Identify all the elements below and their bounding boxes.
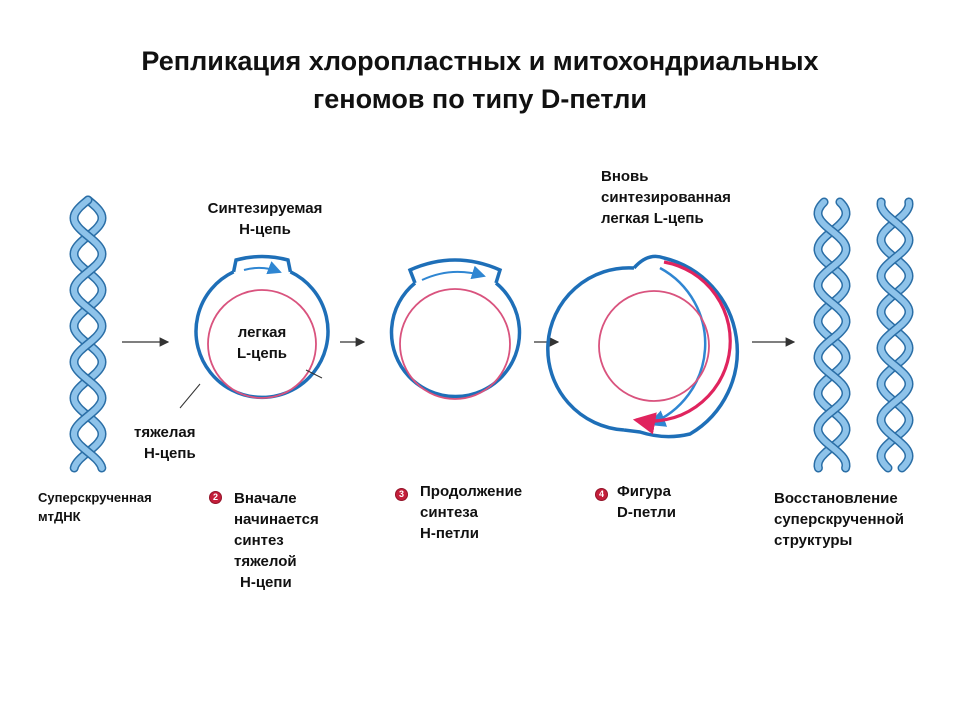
step-caption-5: Восстановление суперскрученной структуры bbox=[774, 488, 904, 551]
light-l-strand-label: легкая L-цепь bbox=[222, 322, 302, 364]
step-3-line-2: синтеза bbox=[420, 504, 478, 521]
heavy-strand-outer-3 bbox=[546, 266, 635, 432]
step-4-line-2: D-петли bbox=[617, 504, 676, 521]
replication-bubble bbox=[231, 254, 293, 273]
step-caption-1: Суперскрученная мтДНК bbox=[38, 488, 152, 526]
helix-strand-light bbox=[814, 199, 850, 471]
new-h-strand-arrow bbox=[243, 261, 282, 275]
new-light-line-2: синтезированная bbox=[601, 189, 731, 206]
synthesized-h-strand-label: Синтезируемая Н-цепь bbox=[190, 198, 340, 240]
title-line-1: Репликация хлоропластных и митохондриаль… bbox=[141, 46, 819, 76]
step-number-badge-4: 4 bbox=[595, 488, 608, 501]
page-title: Репликация хлоропластных и митохондриаль… bbox=[0, 42, 960, 118]
light-strand-inner-2 bbox=[399, 288, 511, 400]
light-l-line-1: легкая bbox=[237, 324, 287, 341]
synthesized-h-line-1: Синтезируемая bbox=[207, 200, 323, 217]
new-light-strand-label: Вновь синтезированная легкая L-цепь bbox=[601, 166, 731, 229]
supercoiled-dna-helix-left bbox=[69, 195, 107, 473]
title-line-2: геномов по типу D-петли bbox=[313, 84, 647, 114]
step-2-line-4: тяжелой bbox=[234, 553, 297, 570]
mtdna-circle-step-2 bbox=[179, 254, 330, 409]
heavy-strand-outer-2 bbox=[389, 281, 522, 399]
new-heavy-strand bbox=[647, 266, 707, 427]
light-l-line-2: L-цепь bbox=[236, 345, 287, 362]
step-caption-4: Фигура D-петли bbox=[617, 481, 676, 523]
step-caption-2: Вначале начинается синтез тяжелой Н-цепи bbox=[234, 488, 319, 593]
new-light-strand bbox=[632, 260, 732, 435]
step-1-line-1: Суперскрученная bbox=[38, 490, 152, 505]
light-strand-pointer bbox=[305, 369, 323, 379]
synthesized-h-line-2: Н-цепь bbox=[239, 221, 291, 238]
light-strand-inner-3 bbox=[598, 290, 710, 402]
helix-strand-light-2 bbox=[877, 199, 913, 471]
h-loop-arrow bbox=[421, 265, 486, 281]
step-number-badge-3: 3 bbox=[395, 488, 408, 501]
new-light-line-3: легкая L-цепь bbox=[601, 210, 704, 227]
step-1-line-2: мтДНК bbox=[38, 509, 81, 524]
helix-strand-light bbox=[877, 199, 913, 471]
step-5-line-3: структуры bbox=[774, 532, 853, 549]
heavy-h-line-1: тяжелая bbox=[134, 424, 196, 441]
step-2-line-2: начинается bbox=[234, 511, 319, 528]
d-loop-bubble-2 bbox=[407, 258, 503, 284]
heavy-h-line-2: Н-цепь bbox=[144, 445, 196, 462]
supercoiled-dna-helix-right-2 bbox=[876, 197, 914, 473]
new-light-line-1: Вновь bbox=[601, 168, 649, 185]
heavy-strand-pointer bbox=[179, 383, 201, 409]
supercoiled-dna-helix-right-1 bbox=[813, 197, 851, 473]
heavy-h-strand-label: тяжелая Н-цепь bbox=[134, 422, 196, 464]
step-3-line-1: Продолжение bbox=[420, 483, 523, 500]
helix-strand-light bbox=[70, 197, 106, 471]
step-number-badge-2: 2 bbox=[209, 491, 222, 504]
light-strand-inner bbox=[207, 289, 317, 399]
step-caption-3: Продолжение синтеза Н-петли bbox=[420, 481, 522, 544]
step-2-line-1: Вначале bbox=[234, 490, 297, 507]
mtdna-circle-step-4 bbox=[546, 254, 740, 439]
helix-strand-light-2 bbox=[70, 197, 106, 471]
step-4-line-1: Фигура bbox=[617, 483, 671, 500]
step-3-line-3: Н-петли bbox=[420, 525, 479, 542]
step-2-line-5: Н-цепи bbox=[240, 574, 292, 591]
mtdna-circle-step-3 bbox=[389, 258, 522, 400]
step-5-line-1: Восстановление bbox=[774, 490, 898, 507]
d-loop-outer bbox=[623, 254, 740, 439]
helix-strand-light-2 bbox=[814, 199, 850, 471]
step-5-line-2: суперскрученной bbox=[774, 511, 904, 528]
step-2-line-3: синтез bbox=[234, 532, 284, 549]
